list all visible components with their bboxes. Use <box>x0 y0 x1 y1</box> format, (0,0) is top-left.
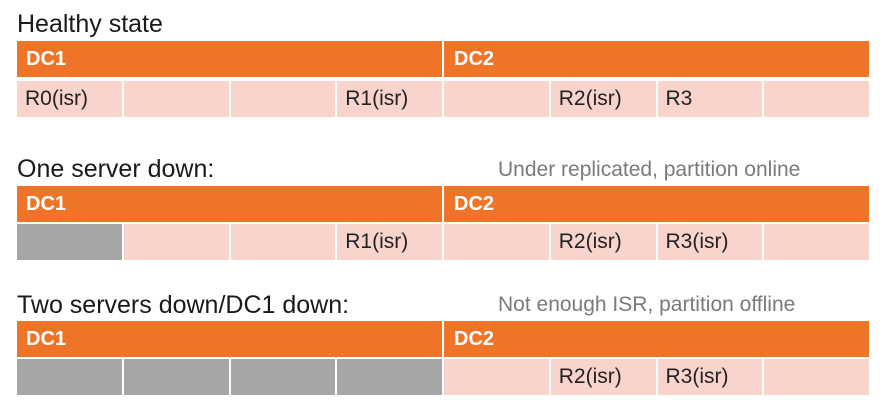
section-title-two-down: Two servers down/DC1 down: <box>17 291 350 319</box>
server-cell-down <box>17 224 122 260</box>
server-cell-down <box>230 359 336 395</box>
dc2-label: DC2 <box>454 48 495 70</box>
server-cell: R2(isr) <box>550 359 656 395</box>
server-cell: R0(isr) <box>17 81 122 117</box>
dc-divider <box>442 321 444 357</box>
server-row-healthy: R0(isr) R1(isr) R2(isr) R3 <box>17 81 869 117</box>
status-note-two-down: Not enough ISR, partition offline <box>498 293 796 316</box>
dc-header-bar: DC1 DC2 <box>17 321 869 357</box>
server-cell <box>444 359 549 395</box>
server-cell <box>764 224 869 260</box>
dc-header-bar: DC1 DC2 <box>17 41 869 77</box>
dc1-label: DC1 <box>26 48 67 70</box>
section-title-one-down: One server down: <box>17 155 215 183</box>
server-cell: R3(isr) <box>657 359 763 395</box>
dc-header-bar: DC1 DC2 <box>17 186 869 222</box>
dc2-label: DC2 <box>454 328 495 350</box>
server-cell-down <box>123 359 229 395</box>
server-cell <box>123 224 229 260</box>
server-cell: R2(isr) <box>550 81 656 117</box>
server-cell: R1(isr) <box>337 224 442 260</box>
server-cell <box>764 81 869 117</box>
server-cell <box>444 224 549 260</box>
server-cell: R3 <box>657 81 763 117</box>
server-cell <box>764 359 869 395</box>
server-cell <box>230 81 336 117</box>
server-cell-down <box>17 359 122 395</box>
server-cell: R1(isr) <box>337 81 442 117</box>
server-cell: R2(isr) <box>550 224 656 260</box>
dc-divider <box>442 41 444 77</box>
section-title-healthy: Healthy state <box>17 10 163 38</box>
server-cell: R3(isr) <box>657 224 763 260</box>
server-cell <box>123 81 229 117</box>
server-cell <box>230 224 336 260</box>
server-row-two-down: R2(isr) R3(isr) <box>17 359 869 395</box>
dc2-label: DC2 <box>454 193 495 215</box>
dc1-label: DC1 <box>26 193 67 215</box>
status-note-one-down: Under replicated, partition online <box>498 158 801 181</box>
server-cell <box>444 81 549 117</box>
server-row-one-down: R1(isr) R2(isr) R3(isr) <box>17 224 869 260</box>
dc1-label: DC1 <box>26 328 67 350</box>
dc-divider <box>442 186 444 222</box>
server-cell-down <box>337 359 442 395</box>
